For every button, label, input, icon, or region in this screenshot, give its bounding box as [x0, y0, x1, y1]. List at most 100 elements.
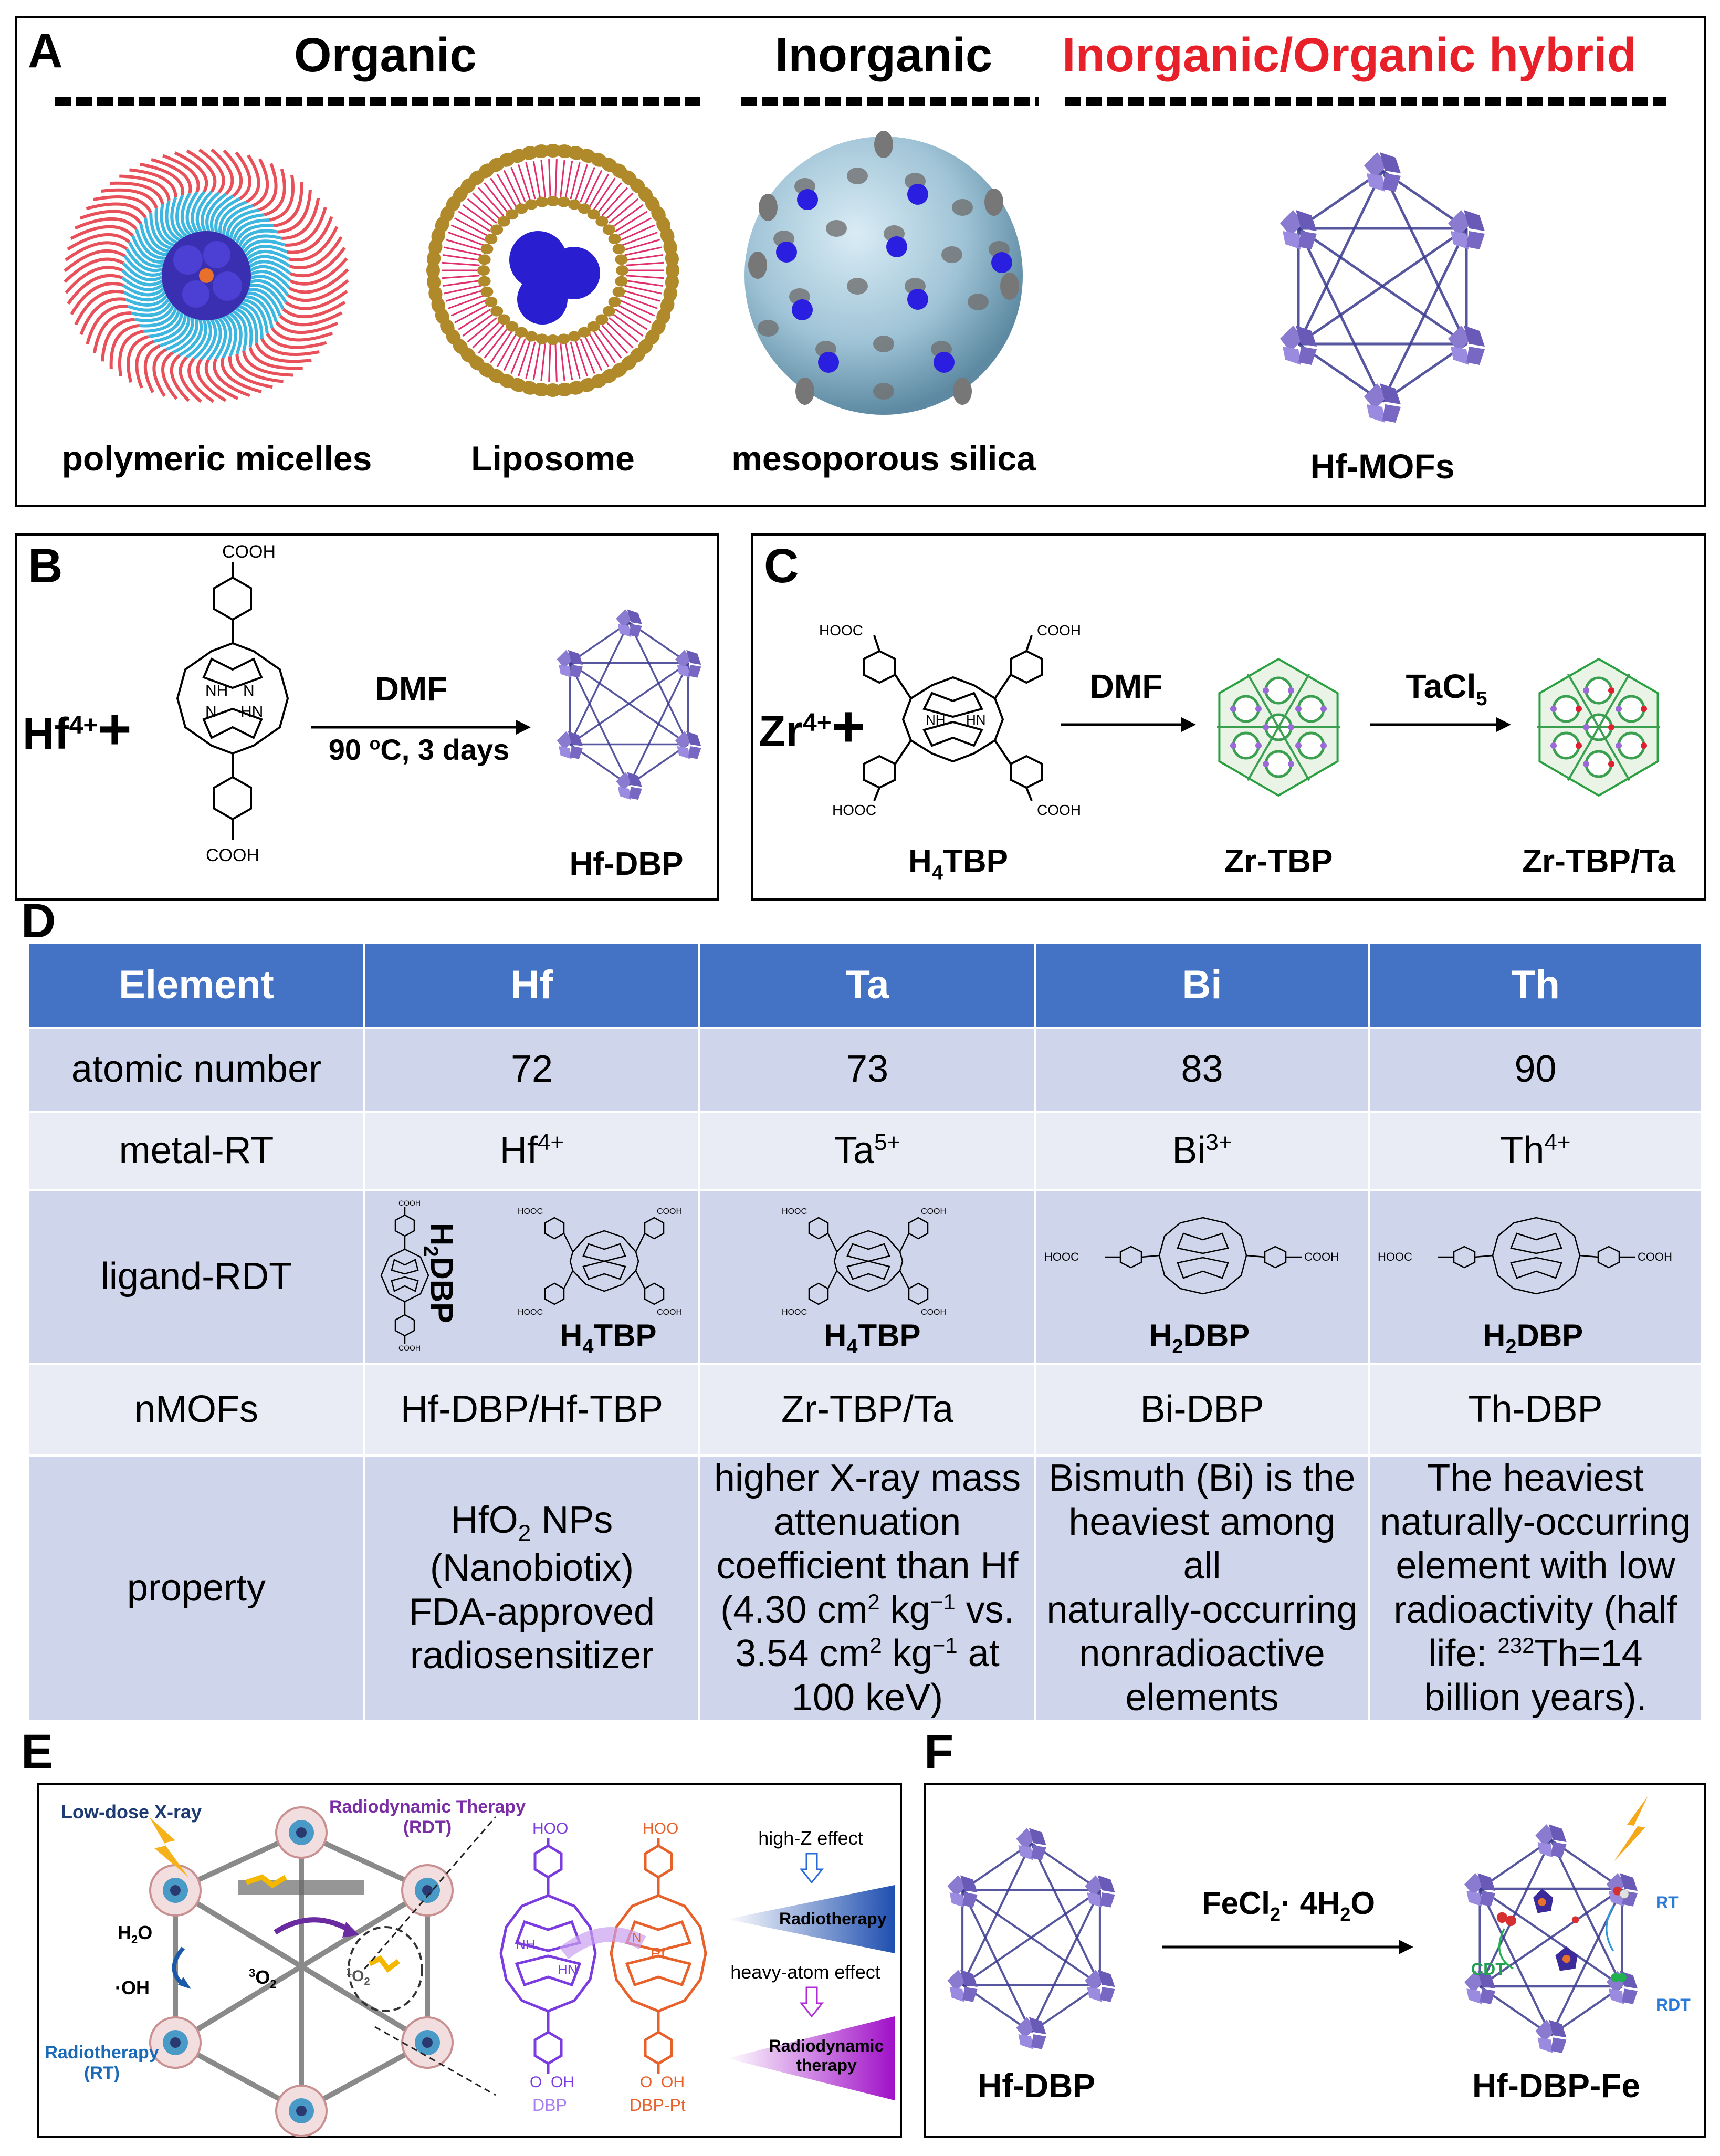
xray-bolt-icon-f	[1614, 1796, 1648, 1861]
panel-b: B Hf4++ COOH COOH NH N N HN DMF 90 oC, 3	[15, 533, 719, 901]
oh-radical-label: ·OH	[115, 1977, 150, 1998]
xray-bolt-icon	[149, 1817, 188, 1877]
panel-f-label: F	[924, 1725, 954, 1778]
singlet-oxygen-label: 1O2	[346, 1966, 370, 1987]
nh-label: NH	[205, 682, 228, 699]
row-label: metal-RT	[27, 1111, 365, 1191]
liposome-illustration	[426, 144, 679, 397]
radiotherapy-wedge-label: Radiotherapy	[779, 1909, 887, 1928]
o-label-pt: O	[666, 1820, 678, 1837]
hooc-small: HOOC	[518, 1308, 543, 1317]
panel-c-label: C	[764, 539, 799, 593]
rdt-wedge	[727, 2016, 895, 2100]
table-cell: 73	[698, 1027, 1036, 1113]
cooh-small: COOH	[398, 1199, 421, 1207]
cooh-tr: COOH	[1037, 622, 1081, 639]
header-organic: Organic	[294, 28, 477, 82]
table-cell: HfO2 NPs (Nanobiotix) FDA-approved radio…	[363, 1454, 700, 1722]
h4tbp-label-hf: H4TBP	[560, 1318, 657, 1358]
hf-dbp-label-f: Hf-DBP	[978, 2067, 1095, 2105]
row-atomic-number: atomic number 72 73 83 90	[27, 1027, 1703, 1113]
hf-dbp-fe-label: Hf-DBP-Fe	[1472, 2067, 1640, 2105]
header-th: Th	[1368, 941, 1703, 1029]
table-cell: higher X-ray mass attenuation coefficien…	[698, 1454, 1036, 1722]
h2dbp-label-bi: H2DBP	[1149, 1318, 1250, 1358]
row-ligand-rdt: ligand-RDT COOH COOH H2DBP	[27, 1189, 1703, 1365]
o-label: O	[556, 1820, 568, 1837]
hn-label-e: HN	[558, 1962, 578, 1977]
fecl2-label: FeCl2· 4H2O	[1201, 1886, 1376, 1925]
rt-label-f: RT	[1656, 1893, 1679, 1912]
reaction-arrow-b	[311, 720, 531, 735]
hooc-small: HOOC	[1378, 1250, 1412, 1263]
ho-label: HO	[532, 1820, 556, 1837]
h4tbp-label-ta: H4TBP	[824, 1318, 921, 1358]
cooh-small: COOH	[657, 1308, 682, 1317]
hooc-small: HOOC	[1044, 1250, 1079, 1263]
hooc-tl: HOOC	[819, 622, 863, 639]
table-cell: Bi-DBP	[1034, 1363, 1370, 1457]
o-label-bottom-pt: O	[640, 2074, 652, 2091]
heavy-atom-label: heavy-atom effect	[730, 1961, 880, 1983]
panel-e-label: E	[21, 1725, 54, 1778]
oh-label-bottom-pt: OH	[661, 2074, 685, 2091]
panel-d-label: D	[21, 894, 56, 948]
cooh-top: COOH	[222, 542, 276, 562]
table-header-row: Element Hf Ta Bi Th	[27, 941, 1703, 1029]
zr-tbp-ta-label: Zr-TBP/Ta	[1522, 843, 1675, 880]
dbp-pt-label: DBP-Pt	[630, 2096, 686, 2115]
header-dashed-lines	[55, 97, 1666, 106]
panel-b-label: B	[28, 539, 63, 593]
table-cell: Th4+	[1368, 1111, 1703, 1191]
zr-tbp-ta-lattice	[1537, 657, 1660, 797]
dmf-label-c: DMF	[1089, 667, 1163, 705]
rt-label: Radiotherapy(RT)	[45, 2043, 159, 2083]
row-metal-rt: metal-RT Hf4+ Ta5+ Bi3+ Th4+	[27, 1111, 1703, 1191]
rdt-mof-illustration	[149, 1806, 454, 2137]
reaction-arrow-c2	[1370, 717, 1511, 732]
hn-label: HN	[240, 703, 263, 720]
hooc-small: HOOC	[782, 1207, 807, 1216]
row-property: property HfO2 NPs (Nanobiotix) FDA-appro…	[27, 1454, 1703, 1722]
reaction-arrow-c1	[1061, 717, 1196, 732]
label-polymeric-micelles: polymeric micelles	[61, 439, 372, 478]
header-element: Element	[27, 941, 365, 1029]
h2o-label: H2O	[118, 1922, 153, 1946]
row-nmofs: nMOFs Hf-DBP/Hf-TBP Zr-TBP/Ta Bi-DBP Th-…	[27, 1363, 1703, 1457]
zr-tbp-lattice	[1217, 657, 1340, 797]
table-cell: Hf4+	[363, 1111, 700, 1191]
hf-dbp-fe-mof	[1464, 1824, 1638, 2053]
row-label: nMOFs	[27, 1363, 365, 1457]
hooc-small: HOOC	[782, 1308, 807, 1317]
table-cell: 72	[363, 1027, 700, 1113]
h4tbp-structure-hf: HOOC COOH HOOC COOH	[518, 1207, 682, 1317]
header-hybrid: Inorganic/Organic hybrid	[1062, 28, 1637, 82]
panel-e: Low-dose X-ray Radiodynamic Therapy(RDT)…	[37, 1783, 902, 2138]
dmf-label: DMF	[374, 670, 448, 708]
h2dbp-structure-bi: HOOC COOH	[1044, 1217, 1339, 1295]
micelle-illustration	[64, 148, 349, 403]
n-label-e: N	[632, 1931, 641, 1945]
element-table: Element Hf Ta Bi Th atomic number 72 73 …	[27, 941, 1703, 1722]
hf-mof-illustration	[1280, 152, 1485, 423]
nh-label-e: NH	[516, 1937, 536, 1952]
cooh-small: COOH	[1304, 1250, 1339, 1263]
reaction-arrow-f	[1162, 1940, 1413, 1954]
row-label: ligand-RDT	[27, 1189, 365, 1365]
table-cell: HOOC COOH H2DBP	[1034, 1189, 1370, 1365]
hooc-bl: HOOC	[832, 802, 876, 818]
cooh-small: COOH	[1638, 1250, 1672, 1263]
cdt-label-f: CDT	[1471, 1960, 1506, 1979]
o-label-bottom: O	[530, 2074, 542, 2091]
h2dbp-rotated-label: H2DBP	[419, 1223, 459, 1324]
hn-label-c: HN	[966, 712, 986, 728]
n-label-2: N	[205, 703, 217, 720]
table-cell: Bismuth (Bi) is the heaviest among all n…	[1034, 1454, 1370, 1722]
tacl5-label: TaCl5	[1406, 667, 1487, 710]
h2dbp-structure-vertical: COOH COOH	[380, 1199, 429, 1352]
table-cell: COOH COOH H2DBP HOOC CO	[363, 1189, 700, 1365]
cooh-small: COOH	[921, 1308, 946, 1317]
hf-dbp-label: Hf-DBP	[569, 846, 684, 882]
cooh-br: COOH	[1037, 802, 1081, 818]
row-label: property	[27, 1454, 365, 1722]
